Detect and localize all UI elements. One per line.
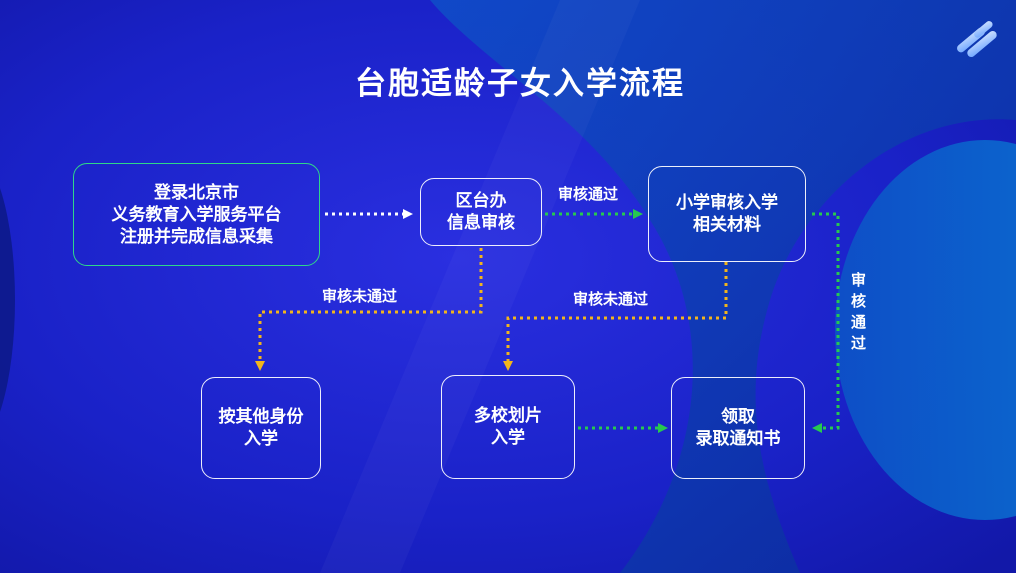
- arrow-district-to-other: [255, 248, 483, 371]
- node-multi-school: 多校划片 入学: [441, 375, 575, 479]
- node-receive-notice: 领取 录取通知书: [671, 377, 805, 479]
- label-fail-left: 审核未通过: [322, 287, 398, 305]
- page-title: 台胞适龄子女入学流程: [355, 66, 685, 102]
- node-district-review: 区台办 信息审核: [420, 178, 542, 246]
- label-fail-mid: 审核未通过: [573, 290, 649, 308]
- node-primary-review: 小学审核入学 相关材料: [648, 166, 806, 262]
- node-other-identity: 按其他身份 入学: [201, 377, 321, 479]
- arrow-primary-to-receive: [812, 212, 840, 433]
- arrow-primary-to-multi: [503, 262, 728, 371]
- label-pass-right: 审核通过: [849, 272, 867, 356]
- node-register-platform: 登录北京市 义务教育入学服务平台 注册并完成信息采集: [73, 163, 320, 266]
- diagonal-stripes-logo-icon: [957, 21, 997, 57]
- label-pass-top: 审核通过: [558, 185, 619, 203]
